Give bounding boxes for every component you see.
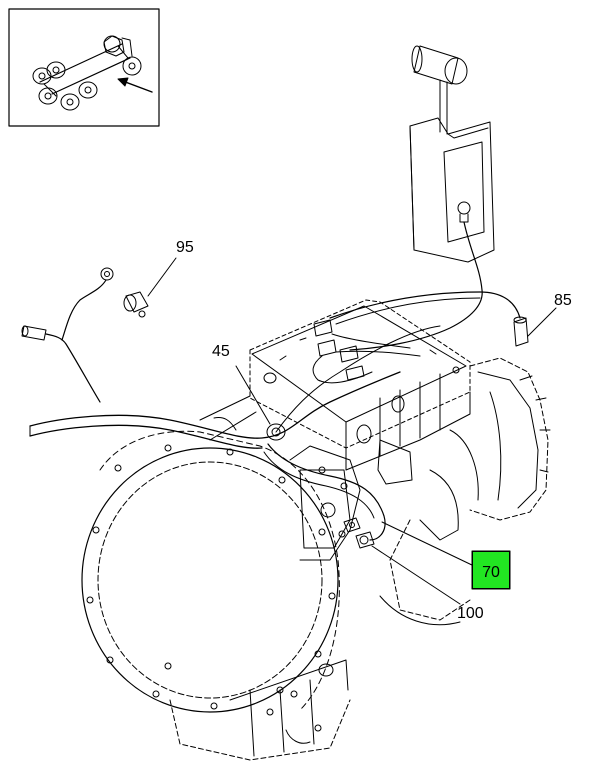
- harness-plugs: [312, 319, 421, 384]
- shift-controller: [349, 45, 495, 351]
- front-wheels: [103, 35, 142, 76]
- callout-85[interactable]: 85: [554, 292, 572, 309]
- bell-housing: [81, 430, 340, 713]
- harness-connector-85: [513, 307, 557, 347]
- locator-arrow: [117, 77, 153, 93]
- callout-70[interactable]: 70: [472, 551, 510, 589]
- wire-harness: [29, 291, 521, 541]
- speed-sensor-95: [61, 257, 177, 341]
- harness-connector-left: [21, 325, 101, 403]
- callout-100[interactable]: 100: [457, 605, 484, 622]
- locator-inset: [8, 8, 160, 127]
- callout-45[interactable]: 45: [212, 343, 230, 360]
- callout-70-highlight: [471, 550, 511, 590]
- rear-wheels: [32, 61, 98, 111]
- transmission-housing: [199, 299, 551, 626]
- callout-95[interactable]: 95: [176, 239, 194, 256]
- clip-and-sensor: [343, 517, 475, 605]
- oil-pan: [169, 659, 351, 761]
